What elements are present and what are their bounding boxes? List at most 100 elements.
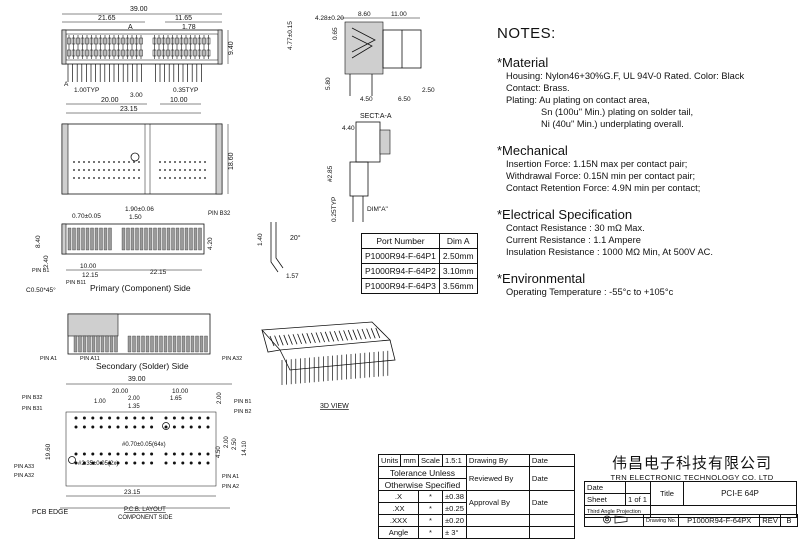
gold-finger	[90, 227, 94, 251]
pcb-hole	[198, 425, 202, 429]
contact-dot	[194, 177, 196, 179]
pcb-hole	[206, 416, 210, 420]
gold-finger	[181, 335, 186, 353]
contact-pad	[188, 37, 193, 45]
contact-dot	[194, 169, 196, 171]
pcb-hole	[206, 425, 210, 429]
pcb-dim-2000: 20.00	[112, 388, 129, 395]
pcb-dim-135: 1.35	[128, 404, 140, 410]
iso-contact	[324, 331, 330, 342]
gold-finger	[144, 227, 148, 251]
contact-dot	[184, 169, 186, 171]
environmental-heading: *Environmental	[497, 271, 586, 286]
date-label-3: Date	[528, 490, 575, 515]
contact-dot	[184, 177, 186, 179]
dim-140: 1.40	[257, 233, 264, 246]
title-block-drawing: Date Title PCI-E 64P Sheet 1 of 1 Third …	[584, 481, 797, 518]
tol-xxx-star: *	[417, 514, 443, 527]
gold-finger	[103, 227, 108, 251]
contact-pad	[107, 49, 112, 57]
pcb-dim-39: 39.00	[128, 376, 146, 383]
gold-finger	[94, 227, 99, 251]
pcb-hole	[189, 425, 193, 429]
contact-pad	[170, 37, 175, 45]
pcb-hole	[206, 461, 210, 465]
dim-2165: 21.65	[98, 15, 116, 22]
iso-contact	[320, 332, 325, 343]
iso-contact	[301, 333, 307, 344]
contact-pad	[193, 37, 197, 45]
units-value: mm	[400, 454, 419, 467]
pcb-hole	[189, 452, 193, 456]
pcb-hole	[189, 416, 193, 420]
plating-note-3: Ni (40u" Min.) underplating overall.	[541, 119, 684, 129]
gold-finger	[193, 227, 198, 251]
contact-dot	[83, 169, 85, 171]
pcb-hole	[150, 461, 154, 465]
pcb-hole	[181, 452, 185, 456]
gold-finger	[130, 227, 135, 251]
units-label: Units	[377, 454, 402, 467]
contact-dot	[184, 161, 186, 163]
electrical-heading: *Electrical Specification	[497, 207, 633, 222]
iso-contact	[343, 330, 348, 341]
pcb-pin-b2: PIN B2	[234, 409, 251, 415]
contact-dot	[199, 161, 201, 163]
contact-pad	[179, 37, 184, 45]
pin-a11-label: PIN A11	[80, 356, 100, 362]
gold-finger	[73, 335, 78, 353]
tol-x-label: .X	[378, 490, 419, 503]
pcb-hole	[133, 416, 137, 420]
top-view-contacts	[67, 35, 211, 59]
pcb-pin-a33: PIN A33	[14, 464, 34, 470]
dim-2000: 20.00	[101, 97, 119, 104]
drawing-number: P1000R94-F-64PX	[678, 514, 761, 527]
gold-finger	[189, 227, 193, 251]
pcb-hole	[91, 452, 95, 456]
gold-finger	[154, 335, 159, 353]
contact-pad	[166, 49, 170, 57]
pcb-hole	[172, 425, 176, 429]
sheet-value: 1 of 1	[625, 493, 651, 506]
pcb-hole	[91, 461, 95, 465]
iso-contact	[315, 332, 321, 343]
solder-side-view: PIN A1 PIN A11 PIN A32 Secondary (Solder…	[40, 313, 242, 371]
contact-dot	[164, 169, 166, 171]
contact-dot	[113, 161, 115, 163]
contact-dot	[128, 161, 130, 163]
gold-finger	[132, 335, 136, 353]
pcb-hole	[108, 452, 112, 456]
dim-070: 0.70±0.05	[72, 213, 101, 220]
pcb-hole	[141, 425, 145, 429]
iso-contact	[329, 331, 335, 342]
pcb-hole	[172, 461, 176, 465]
pcb-hole	[82, 416, 86, 420]
contact-pad	[121, 49, 125, 57]
contact-pad	[134, 37, 139, 45]
gold-finger	[141, 335, 145, 353]
contact-dot	[174, 169, 176, 171]
dim-39: 39.00	[130, 6, 148, 13]
pcb-hole	[99, 425, 103, 429]
contact-dot	[204, 161, 206, 163]
dim-1860: 18.60	[228, 152, 235, 170]
mechanical-heading: *Mechanical	[497, 143, 568, 158]
dim-580: 5.80	[325, 77, 332, 90]
pcb-hole	[124, 416, 128, 420]
contact-pad	[175, 49, 179, 57]
pcb-hole	[91, 416, 95, 420]
dim-1000: 10.00	[170, 97, 188, 104]
contact-pad	[85, 49, 89, 57]
contact-dot	[169, 177, 171, 179]
tolerance-line-2: Otherwise Specified	[378, 478, 467, 491]
tol-xx-value: ±0.25	[441, 502, 467, 515]
pcb-hole	[108, 461, 112, 465]
pcb-hole	[189, 461, 193, 465]
pcb-dim-250: 2.50	[232, 438, 238, 450]
drawing-no-label: Drawing No.	[642, 514, 680, 527]
gold-finger	[91, 335, 96, 353]
top-view-tails	[67, 64, 202, 82]
electrical-section: *Electrical Specification Contact Resist…	[497, 208, 793, 258]
iso-contact	[288, 334, 293, 345]
contact-dot	[83, 161, 85, 163]
